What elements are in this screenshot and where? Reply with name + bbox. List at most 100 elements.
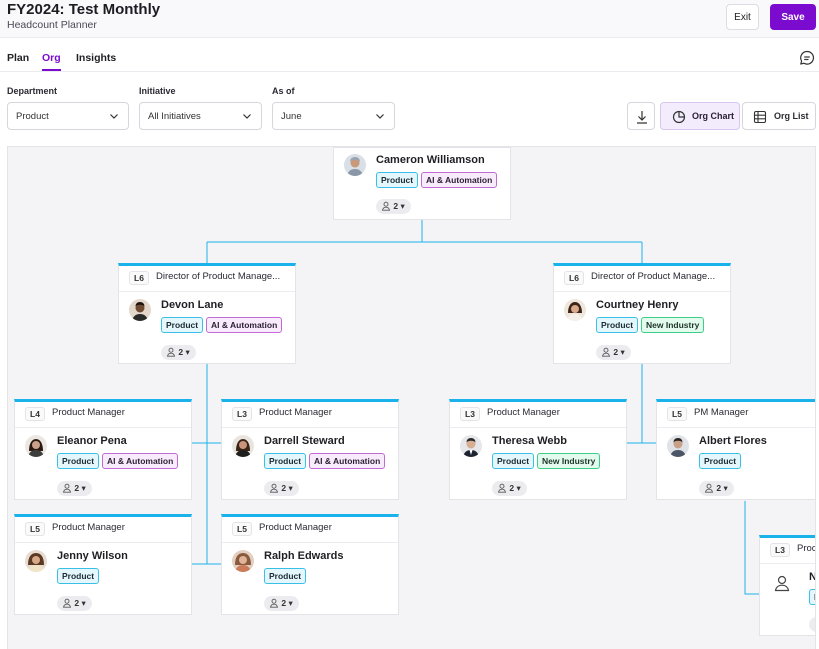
- role-title: Product Manager: [259, 522, 332, 533]
- org-card-manager[interactable]: L4 Product Manager Eleanor Pena Product …: [14, 399, 192, 500]
- chevron-down-icon: [376, 114, 384, 119]
- reports-count-dropdown[interactable]: 2 ▾: [596, 345, 631, 360]
- role-title: Product Manager: [52, 407, 125, 418]
- person-icon: [269, 483, 279, 493]
- as-of-label: As of: [272, 86, 295, 96]
- avatar: [232, 435, 254, 457]
- person-name: Ralph Edwards: [264, 550, 344, 562]
- org-list-button[interactable]: Org List: [742, 102, 816, 130]
- reports-count: 2: [74, 483, 80, 493]
- org-card-manager[interactable]: L3 Product Manager Theresa Webb Product …: [449, 399, 627, 500]
- reports-count-dropdown[interactable]: 2 ▾: [492, 481, 527, 496]
- page-subtitle: Headcount Planner: [7, 19, 97, 31]
- person-icon: [62, 598, 72, 608]
- level-badge: L5: [667, 407, 687, 421]
- person-icon: [814, 628, 815, 629]
- initiative-select[interactable]: All Initiatives: [139, 102, 262, 130]
- role-title: Product Manager: [52, 522, 125, 533]
- person-name: Theresa Webb: [492, 435, 567, 447]
- person-name: Albert Flores: [699, 435, 767, 447]
- person-icon: [269, 598, 279, 608]
- person-icon: [704, 483, 714, 493]
- tag-ai-automation: AI & Automation: [309, 453, 386, 469]
- reports-count-dropdown[interactable]: 2 ▾: [57, 481, 92, 496]
- reports-count-dropdown[interactable]: 2 ▾: [264, 481, 299, 496]
- person-name: Eleanor Pena: [57, 435, 127, 447]
- level-badge: L5: [232, 522, 252, 536]
- tab-org[interactable]: Org: [42, 52, 61, 64]
- comment-icon[interactable]: [799, 50, 815, 66]
- department-select[interactable]: Product: [7, 102, 129, 130]
- org-card-root[interactable]: Cameron Williamson Product AI & Automati…: [333, 147, 511, 220]
- avatar: [25, 550, 47, 572]
- reports-count-dropdown[interactable]: 2 ▾: [376, 199, 411, 214]
- tab-plan[interactable]: Plan: [7, 52, 30, 64]
- org-card-director[interactable]: L6 Director of Product Manage... Devon L…: [118, 263, 296, 364]
- tag-product: Product: [492, 453, 535, 469]
- level-badge: L3: [232, 407, 252, 421]
- reports-count: 2: [281, 483, 287, 493]
- chevron-down-icon: [243, 114, 251, 119]
- avatar: [344, 154, 366, 176]
- person-icon: [62, 483, 72, 493]
- org-card-director[interactable]: L6 Director of Product Manage... Courtne…: [553, 263, 731, 364]
- table-icon: [753, 110, 767, 124]
- download-button[interactable]: [627, 102, 655, 130]
- reports-count-dropdown[interactable]: 2 ▾: [264, 596, 299, 611]
- tag-product: Product: [376, 172, 419, 188]
- org-list-label: Org List: [774, 111, 809, 121]
- org-chart-canvas[interactable]: Cameron Williamson Product AI & Automati…: [7, 146, 816, 649]
- reports-count: 2: [281, 598, 287, 608]
- page-header: FY2024: Test Monthly Headcount Planner E…: [0, 0, 819, 38]
- reports-count: 2: [716, 483, 722, 493]
- reports-count-dropdown[interactable]: 2 ▾: [161, 345, 196, 360]
- reports-count: 2: [613, 347, 619, 357]
- reports-count: 2: [393, 201, 399, 211]
- save-button[interactable]: Save: [770, 4, 816, 30]
- level-badge: L5: [25, 522, 45, 536]
- org-card-manager[interactable]: L5 PM Manager Albert Flores Product 2 ▾: [656, 399, 815, 500]
- tag-product: Product: [57, 453, 100, 469]
- person-name: Courtney Henry: [596, 299, 679, 311]
- connector-lines: [192, 220, 760, 595]
- avatar: [232, 550, 254, 572]
- exit-button[interactable]: Exit: [726, 4, 759, 30]
- person-name: Jenny Wilson: [57, 550, 128, 562]
- reports-count-dropdown[interactable]: 2 ▾: [809, 617, 815, 632]
- org-card-manager[interactable]: L5 Product Manager Ralph Edwards Product…: [221, 514, 399, 615]
- tag-ai-automation: AI & Automation: [102, 453, 179, 469]
- tab-insights[interactable]: Insights: [76, 52, 117, 64]
- tag-new-industry: New Industry: [537, 453, 601, 469]
- tag-product: Product: [596, 317, 639, 333]
- level-badge: L6: [129, 271, 149, 285]
- org-chart-button[interactable]: Org Chart: [660, 102, 740, 130]
- chevron-down-icon: [110, 114, 118, 119]
- reports-count: 2: [509, 483, 515, 493]
- tag-product: P: [809, 589, 815, 605]
- person-name: N: [809, 571, 815, 583]
- tag-product: Product: [264, 453, 307, 469]
- active-tab-indicator: [42, 69, 61, 71]
- org-card-manager[interactable]: L3 Product Manager Darrell Steward Produ…: [221, 399, 399, 500]
- person-name: Cameron Williamson: [376, 154, 485, 166]
- tab-bar: Plan Org Insights: [0, 38, 819, 72]
- tag-ai-automation: AI & Automation: [206, 317, 283, 333]
- avatar: [564, 299, 586, 321]
- org-chart-label: Org Chart: [692, 111, 735, 121]
- org-card-manager[interactable]: L5 Product Manager Jenny Wilson Product …: [14, 514, 192, 615]
- tag-product: Product: [161, 317, 204, 333]
- tag-ai-automation: AI & Automation: [421, 172, 498, 188]
- tag-product: Product: [264, 568, 307, 584]
- reports-count-dropdown[interactable]: 2 ▾: [699, 481, 734, 496]
- reports-count-dropdown[interactable]: 2 ▾: [57, 596, 92, 611]
- role-title: Product Manager: [259, 407, 332, 418]
- person-icon: [381, 201, 391, 211]
- page-title: FY2024: Test Monthly: [7, 1, 161, 18]
- org-card-manager[interactable]: L3 Proc N P 2 ▾: [759, 535, 815, 636]
- avatar: [25, 435, 47, 457]
- person-name: Devon Lane: [161, 299, 224, 311]
- reports-count: 2: [178, 347, 184, 357]
- pie-chart-icon: [672, 110, 686, 124]
- as-of-select[interactable]: June: [272, 102, 395, 130]
- department-value: Product: [16, 110, 49, 122]
